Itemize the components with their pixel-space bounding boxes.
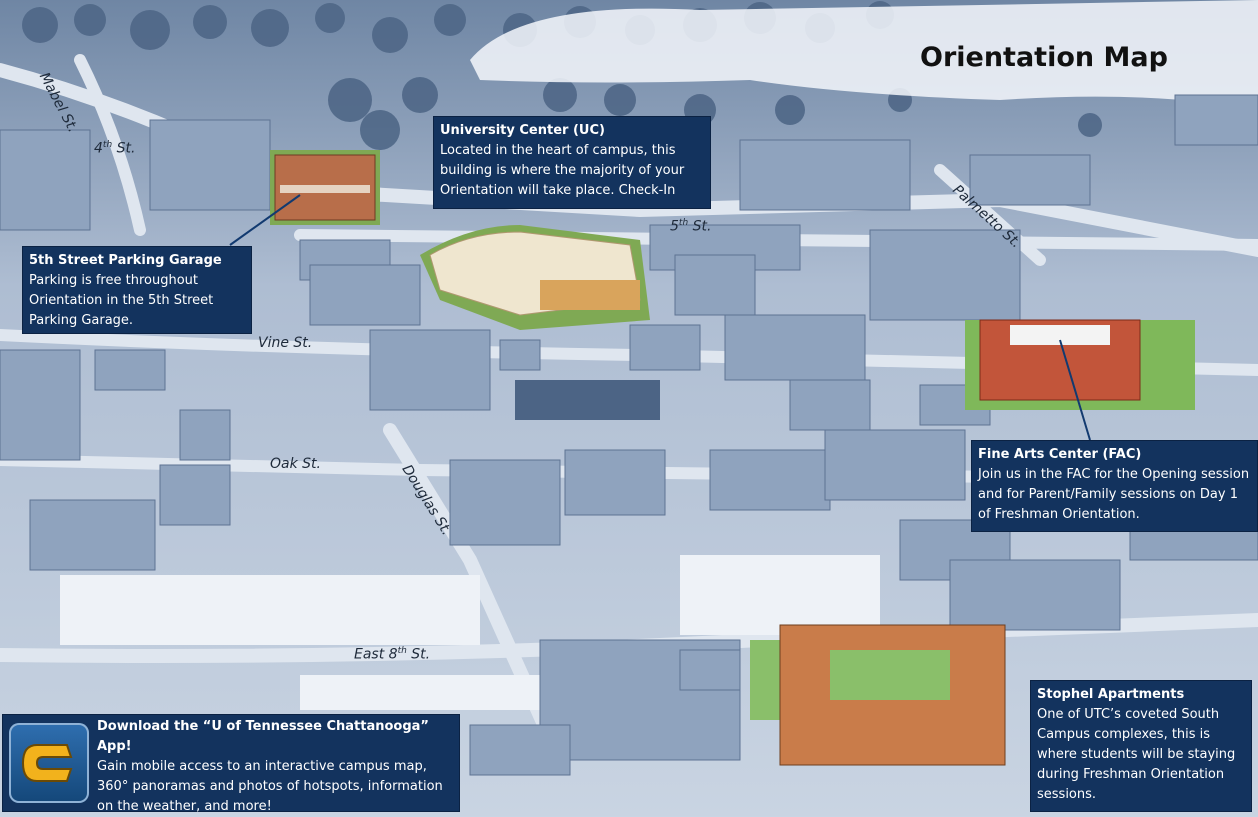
callout-stophel-apartments[interactable]: Stophel Apartments One of UTC’s coveted … xyxy=(1030,680,1252,812)
app-heading: Download the “U of Tennessee Chattanooga… xyxy=(97,719,429,754)
callout-body: Located in the heart of campus, this bui… xyxy=(440,143,685,198)
street-name: Vine St. xyxy=(258,335,313,351)
street-suffix: St. xyxy=(688,218,712,235)
stophel-apartments-building xyxy=(750,624,1006,766)
street-suffix-sup: th xyxy=(397,646,407,656)
app-download-banner[interactable]: Download the “U of Tennessee Chattanooga… xyxy=(2,714,460,814)
callout-body: Parking is free throughout Orientation i… xyxy=(29,273,214,328)
callout-parking-garage[interactable]: 5th Street Parking Garage Parking is fre… xyxy=(22,246,252,334)
callout-heading: University Center (UC) xyxy=(440,123,605,138)
street-label-4th: 4th St. xyxy=(94,140,135,157)
callout-heading: Stophel Apartments xyxy=(1037,687,1185,702)
street-name: Oak St. xyxy=(270,456,321,472)
app-body: Gain mobile access to an interactive cam… xyxy=(97,759,443,814)
university-center-building xyxy=(420,225,650,330)
callout-heading: 5th Street Parking Garage xyxy=(29,253,222,268)
fine-arts-center-building xyxy=(965,319,1195,410)
callout-heading: Fine Arts Center (FAC) xyxy=(978,447,1142,462)
street-name: 4 xyxy=(94,140,103,157)
app-logo-glyph xyxy=(21,744,73,782)
street-name: East 8 xyxy=(354,646,398,663)
callout-university-center[interactable]: University Center (UC) Located in the he… xyxy=(433,116,711,209)
street-suffix: St. xyxy=(112,140,136,157)
street-label-5th: 5th St. xyxy=(670,218,711,235)
app-logo-icon[interactable] xyxy=(9,723,89,803)
callout-body: Join us in the FAC for the Opening sessi… xyxy=(978,467,1250,522)
street-name: 5 xyxy=(670,218,679,235)
map-title: Orientation Map xyxy=(920,42,1168,73)
street-label-east-8th: East 8th St. xyxy=(354,646,430,663)
street-label-oak: Oak St. xyxy=(270,456,321,472)
street-suffix-sup: th xyxy=(678,218,689,228)
street-suffix: St. xyxy=(406,646,431,663)
callout-fine-arts-center[interactable]: Fine Arts Center (FAC) Join us in the FA… xyxy=(971,440,1258,532)
street-label-vine: Vine St. xyxy=(258,335,312,351)
parking-garage-building xyxy=(270,150,380,225)
callout-body: One of UTC’s coveted South Campus comple… xyxy=(1037,707,1236,802)
app-download-text: Download the “U of Tennessee Chattanooga… xyxy=(97,717,457,817)
street-suffix-sup: th xyxy=(102,140,113,150)
